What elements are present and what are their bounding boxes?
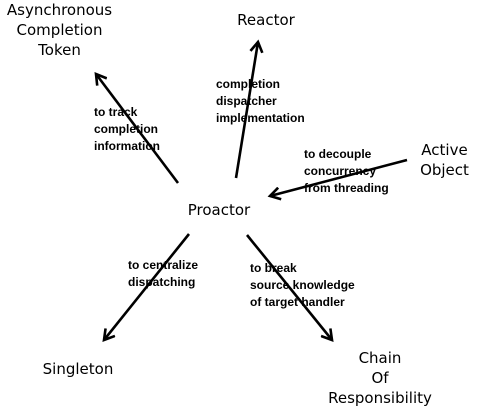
node-active-object: Active Object [420,141,469,179]
edge-arrow-act [96,74,180,184]
edge-label-active-object: to decouple concurrency from threading [304,147,389,195]
edge-label-act: to track completion information [94,105,160,153]
node-asynchronous-completion-token: Asynchronous Completion Token [6,1,113,59]
edge-arrow-active-object [270,158,408,196]
edge-label-singleton: to centralize dispatching [128,258,199,289]
edge-arrow-reactor [234,42,258,179]
node-chain-of-responsibility: Chain Of Responsibility [328,349,432,407]
edge-label-chain: to break source knowledge of target hand… [250,261,355,309]
edge-arrow-chain [245,234,332,340]
edge-arrow-singleton [104,233,191,340]
node-singleton: Singleton [42,360,114,378]
node-reactor: Reactor [237,11,295,29]
edge-label-reactor: completion dispatcher implementation [216,77,305,125]
node-proactor: Proactor [187,201,251,219]
